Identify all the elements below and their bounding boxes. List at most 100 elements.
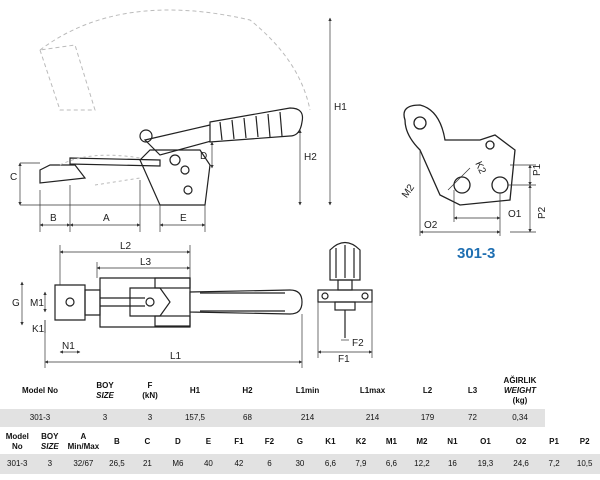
table-header-text: H1 (189, 386, 201, 395)
table-header-cell: F1 (223, 430, 255, 454)
table-header-text: O1 (480, 437, 491, 446)
table-header-cell: P2 (569, 430, 600, 454)
table-cell: 3 (34, 454, 66, 474)
table-cell: 68 (220, 409, 275, 427)
side-view (39, 9, 311, 206)
dim-p2: P2 (537, 206, 548, 219)
latch-rod (69, 157, 161, 167)
table-header-cell: L2 (405, 373, 450, 409)
table-header-text: C (144, 437, 151, 446)
table-header-text: BOY (41, 432, 59, 441)
table-header-text: AĞIRLIK (503, 376, 537, 385)
dim-b: B (50, 213, 57, 224)
table-header-text: (kN) (142, 391, 158, 400)
table-cell: 40 (193, 454, 224, 474)
dim-d: D (200, 151, 207, 162)
table-cell: 157,5 (170, 409, 220, 427)
table-header-text: No (11, 442, 23, 451)
table-header-cell: L1max (340, 373, 405, 409)
table-header-text: E (205, 437, 212, 446)
table-header-cell: B (101, 430, 133, 454)
dim-l2: L2 (120, 241, 132, 252)
table-header-cell: E (193, 430, 224, 454)
dim-n1: N1 (62, 341, 75, 352)
dim-k1: K1 (32, 324, 45, 335)
top-view (54, 277, 303, 328)
table-header-cell: L1min (275, 373, 340, 409)
table-cell: 16 (437, 454, 468, 474)
table-cell: 19,3 (467, 454, 504, 474)
table-cell: 7,2 (538, 454, 570, 474)
table-header-text: SIZE (40, 442, 59, 451)
dim-a: A (103, 213, 110, 224)
table-cell: 214 (275, 409, 340, 427)
dim-l3: L3 (140, 257, 152, 268)
table-header-text: L3 (467, 386, 478, 395)
table-header-cell: M2 (406, 430, 438, 454)
table-cell: 12,2 (406, 454, 438, 474)
dim-o2: O2 (424, 220, 438, 231)
table-header-text: H2 (242, 386, 253, 395)
table-header-text: F2 (264, 437, 275, 446)
top-handle (189, 289, 303, 315)
table-cell: 179 (405, 409, 450, 427)
table-header-text: P1 (549, 437, 559, 446)
technical-drawing: H1 H2 C D B A E L2 L3 L1 G M1 K1 N1 (10, 9, 548, 368)
table-header-cell: G (284, 430, 316, 454)
dim-k2: K2 (472, 160, 487, 176)
table-header-text: F (147, 381, 153, 390)
table-cell: 21 (132, 454, 163, 474)
table-header-text: (kg) (512, 396, 528, 405)
dim-f1: F1 (338, 354, 350, 365)
table-header-text: G (296, 437, 304, 446)
table-header-text: L1max (359, 386, 386, 395)
table-cell: M6 (162, 454, 194, 474)
dim-f2: F2 (352, 338, 364, 349)
front-view (317, 241, 373, 338)
table-header-cell: K2 (345, 430, 377, 454)
table-header-cell: N1 (437, 430, 468, 454)
table-header-cell: F2 (254, 430, 285, 454)
table-cell: 0,34 (495, 409, 545, 427)
table-header-text: SIZE (96, 391, 114, 400)
table-header-text: P2 (579, 437, 590, 446)
detail-plate-dimensions (419, 150, 536, 236)
table-header-cell: O1 (467, 430, 504, 454)
table-header-text: BOY (96, 381, 114, 390)
phantom-handle (39, 9, 311, 111)
dim-l1: L1 (170, 351, 182, 362)
table-header-cell: L3 (450, 373, 495, 409)
table-header-cell: F(kN) (130, 373, 170, 409)
table-header-cell: D (162, 430, 194, 454)
table-header-text: N1 (447, 437, 458, 446)
top-body (99, 277, 191, 328)
table-cell: 6 (254, 454, 285, 474)
dim-g: G (12, 298, 20, 309)
dim-c: C (10, 172, 17, 183)
table-cell: 301-3 (0, 454, 35, 474)
table-header-cell: Model No (0, 373, 80, 409)
table-cell: 6,6 (315, 454, 346, 474)
dim-p1: P1 (532, 163, 543, 176)
dim-h2: H2 (304, 152, 317, 163)
model-label: 301-3 (457, 245, 495, 262)
table-header-cell: K1 (315, 430, 346, 454)
table-cell: 26,5 (101, 454, 133, 474)
table-header-text: K1 (325, 437, 336, 446)
table-cell: 10,5 (569, 454, 600, 474)
table-cell: 214 (340, 409, 405, 427)
table-cell: 7,9 (345, 454, 377, 474)
table-header-text: Model No (22, 386, 58, 395)
table-header-text: A (80, 432, 87, 441)
table-header-text: B (114, 437, 120, 446)
table-header-text: Model (5, 432, 29, 441)
